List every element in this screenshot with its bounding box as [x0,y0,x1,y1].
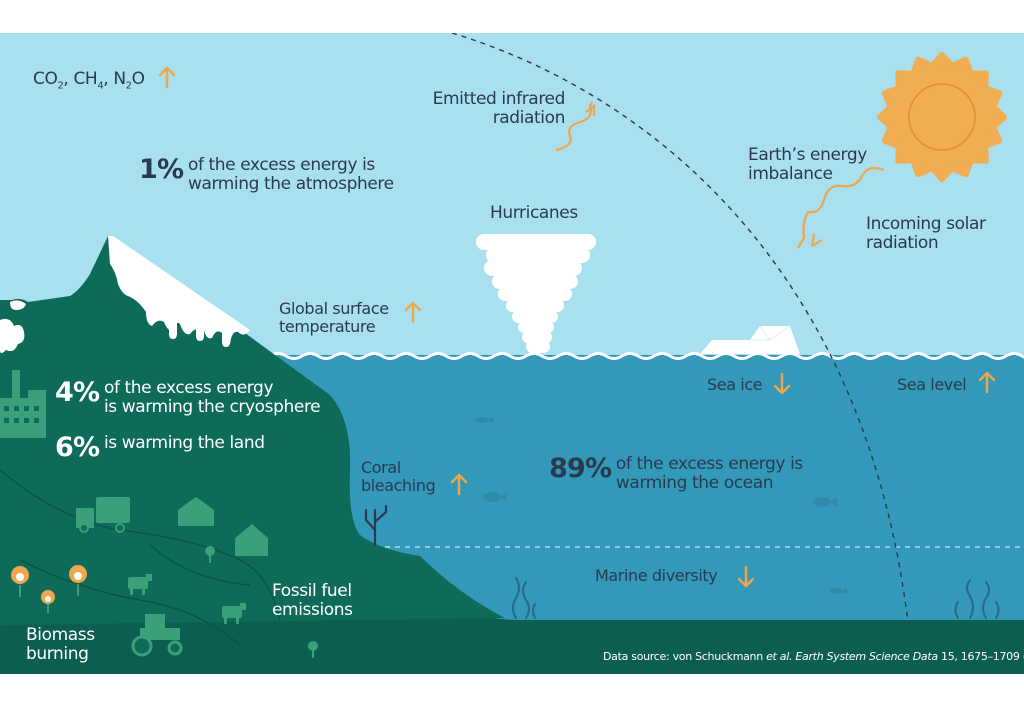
land-path [0,469,281,621]
marine-diversity-trend-arrow [737,565,755,588]
marine-diversity-label: Marine diversity [595,566,718,585]
tree-icon [308,641,318,658]
seaweed-icon [511,576,537,620]
atmosphere-boundary [451,33,911,641]
fish-icon [829,588,847,594]
fire-icon [69,565,87,596]
ocean-surface-waves [269,352,1024,360]
fish-icon [483,492,507,502]
atmosphere-percent: 1% [139,154,184,185]
snow-left-top [10,300,26,310]
land-percent: 6% [55,432,100,463]
sun-icon [877,52,1007,182]
emitted-infrared-arrow [555,101,593,152]
snow-left [0,318,25,353]
cow-icon [222,603,246,624]
hurricane-icon [476,234,596,353]
land-share-label: 6% is warming the land [55,432,265,463]
incoming-solar-arrow [797,166,885,249]
land-mountain [0,236,505,625]
ocean-percent: 89% [549,453,612,484]
gases-trend-arrow [158,66,176,89]
tree-icon [205,546,215,563]
fish-icon [813,497,837,507]
seaweed-icon [954,578,1000,620]
fire-icon [41,590,55,613]
coral-bleaching-trend-arrow [450,473,468,496]
fire-icon [11,566,29,597]
cryosphere-percent: 4% [55,377,100,408]
sea-level-label: Sea level [897,375,967,394]
data-source-citation: Data source: von Schuckmann et al. Earth… [603,650,1024,663]
land-path [19,559,241,646]
land-path [149,544,251,586]
snow-drip [169,318,230,347]
coral-icon [364,504,388,547]
cow-icon [128,574,152,595]
surface-temperature-trend-arrow [404,301,422,324]
sea-ice-trend-arrow [773,372,791,395]
truck-icon [76,497,130,533]
hurricanes-label: Hurricanes [490,203,578,223]
seabed [0,610,1024,674]
snow-cap [108,236,250,345]
greenhouse-gases-label: CO2, CH4, N2O [33,69,145,92]
sea-ice-label: Sea ice [707,375,763,394]
sea-level-trend-arrow [978,371,996,394]
house-icon [178,497,214,526]
tractor-icon [131,614,183,657]
house-icon [235,524,268,556]
fish-icon [475,417,493,423]
